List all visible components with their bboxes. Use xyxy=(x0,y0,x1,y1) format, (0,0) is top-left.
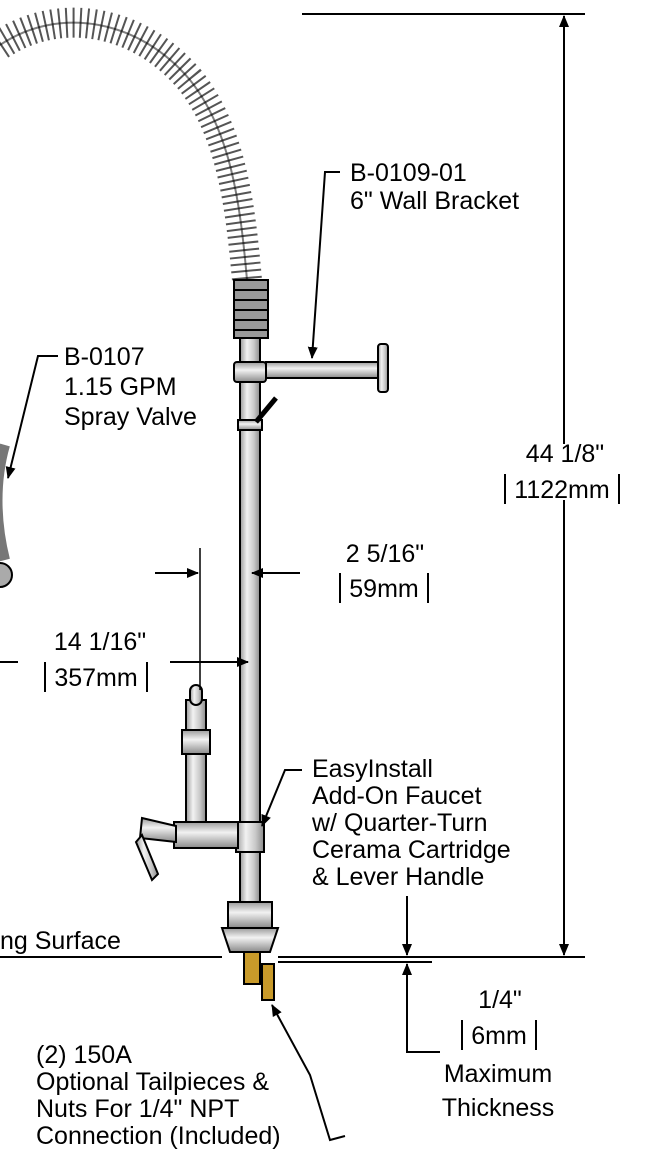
wall-bracket-description: 6" Wall Bracket xyxy=(350,187,520,215)
faucet-callout-line-5: & Lever Handle xyxy=(312,863,485,891)
height-dimension-metric: 1122mm xyxy=(496,474,628,504)
tailpieces-callout-line-4: Connection (Included) xyxy=(36,1122,281,1150)
riser-offset-metric: 59mm xyxy=(334,573,434,603)
height-dimension-imperial: 44 1/8" xyxy=(525,440,605,468)
reach-metric: 357mm xyxy=(36,662,156,692)
faucet-callout-line-3: w/ Quarter-Turn xyxy=(312,809,488,837)
tailpieces-callout-line-2: Optional Tailpieces & xyxy=(36,1068,270,1096)
faucet-callout-line-2: Add-On Faucet xyxy=(312,782,482,810)
riser-pipe xyxy=(239,337,261,829)
thickness-dimension-lines xyxy=(402,896,440,1053)
spray-valve-flow-rate: 1.15 GPM xyxy=(64,373,177,401)
spray-valve-part-number: B-0107 xyxy=(64,343,145,371)
wall-bracket xyxy=(233,343,389,393)
faucet-callout-line-4: Cerama Cartridge xyxy=(312,836,511,864)
mounting-surface-label: ng Surface xyxy=(0,927,121,955)
thickness-metric: 6mm xyxy=(454,1020,544,1050)
spray-hook xyxy=(237,396,278,431)
height-dimension-lines xyxy=(302,13,585,956)
add-on-faucet xyxy=(134,684,265,882)
wall-bracket-part-number: B-0109-01 xyxy=(350,159,467,187)
tailpieces-callout-line-1: (2) 150A xyxy=(36,1041,132,1069)
thickness-maximum-label: Maximum xyxy=(443,1060,553,1088)
spray-valve-description: Spray Valve xyxy=(64,403,197,431)
faucet-base xyxy=(220,851,280,1001)
thickness-imperial: 1/4" xyxy=(478,986,522,1014)
thickness-thickness-label: Thickness xyxy=(441,1094,555,1122)
riser-offset-imperial: 2 5/16" xyxy=(345,540,425,568)
callout-leaders xyxy=(5,171,346,1142)
reach-imperial: 14 1/16" xyxy=(53,628,147,656)
spring-coil xyxy=(233,279,269,339)
faucet-callout-line-1: EasyInstall xyxy=(312,755,433,783)
pre-rinse-hose xyxy=(0,7,262,588)
riser-offset-dimension-lines xyxy=(155,548,300,690)
mounting-surface-lines xyxy=(0,956,585,963)
tailpieces-callout-line-3: Nuts For 1/4" NPT xyxy=(36,1095,240,1123)
